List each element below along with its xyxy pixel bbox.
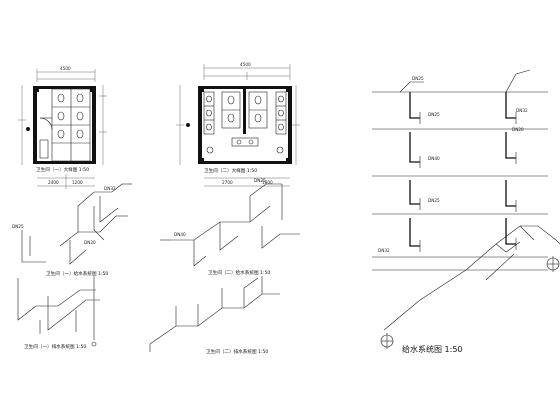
- svg-text:DN40: DN40: [174, 232, 186, 237]
- riser-label-6: DN32: [378, 248, 390, 253]
- plan1-dim-top: 4500: [60, 66, 71, 71]
- iso1-caption: 卫生间（一）给水系统图 1:50: [46, 270, 108, 277]
- iso2-caption: 卫生间（一）排水系统图 1:50: [24, 343, 86, 350]
- svg-text:DN20: DN20: [84, 240, 96, 245]
- riser-label-5: DN25: [428, 198, 440, 203]
- riser-label-4: DN40: [428, 156, 440, 161]
- iso3-caption: 卫生间（二）给水系统图 1:50: [208, 269, 270, 276]
- riser-label-3: DN20: [512, 127, 524, 132]
- toilet-plan-2: 4500 2700 1800: [176, 62, 300, 187]
- plan2-dim-bottom-2: 1800: [262, 180, 273, 185]
- north-arrow-icon: [546, 256, 560, 272]
- iso4-caption: 卫生间（二）排水系统图 1:50: [206, 348, 268, 355]
- isometric-diagram-1: DN25 DN32 DN20 卫生间（一）给水系统图 1:50: [12, 183, 132, 277]
- section-symbol-icon: [380, 333, 394, 349]
- plan2-dim-top: 4500: [240, 62, 251, 67]
- plan1-dim-bottom-2: 1200: [72, 180, 83, 185]
- isometric-diagram-2: 卫生间（一）排水系统图 1:50: [17, 276, 100, 350]
- riser-label-2: DN32: [516, 108, 528, 113]
- isometric-diagram-4: 卫生间（二）排水系统图 1:50: [149, 276, 280, 355]
- plan2-dim-bottom: 2700: [222, 180, 233, 185]
- riser-caption: 给水系统图 1:50: [402, 344, 463, 354]
- svg-text:DN25: DN25: [412, 76, 424, 81]
- plan1-caption: 卫生间（一）大样图 1:50: [36, 166, 89, 173]
- svg-text:DN32: DN32: [104, 186, 116, 191]
- svg-text:DN25: DN25: [254, 178, 266, 183]
- svg-text:DN25: DN25: [12, 224, 24, 229]
- isometric-diagram-3: DN40 DN25 卫生间（二）给水系统图 1:50: [160, 178, 300, 276]
- plan2-caption: 卫生间（二）大样图 1:50: [204, 167, 257, 174]
- toilet-plan-1: 4500 2400 1200 卫生间（一）大样图 1:50: [18, 66, 107, 189]
- riser-label-1: DN25: [428, 112, 440, 117]
- riser-diagram: DN25 DN25 DN32 DN20 DN40 DN25 DN32: [372, 69, 560, 354]
- plan1-dim-bottom: 2400: [48, 180, 59, 185]
